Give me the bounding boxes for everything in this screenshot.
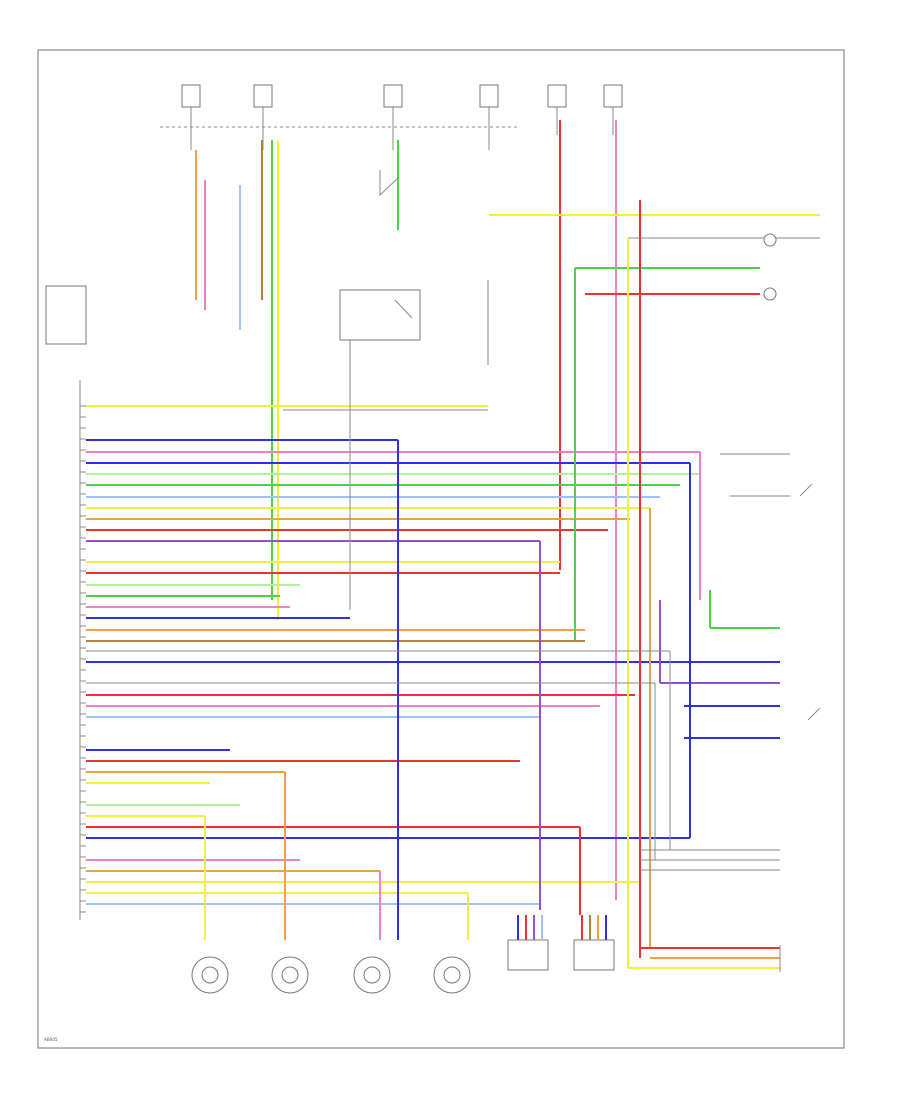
warning-lamp-2	[763, 287, 777, 301]
fuse-4	[479, 84, 499, 150]
diagram-frame	[37, 49, 845, 1049]
wheel-speed-sensor-rf	[191, 956, 229, 994]
wheel-speed-sensor-lr	[433, 956, 471, 994]
fuse-2	[253, 84, 273, 150]
abs-control-module	[45, 285, 87, 920]
warning-lamp-1	[763, 233, 777, 247]
fuse-row	[160, 84, 623, 150]
fuse-3	[383, 84, 403, 150]
trac-off-switch	[807, 707, 821, 721]
components	[339, 170, 821, 972]
corner-code: ABS05	[44, 1037, 58, 1042]
brake-switch	[379, 170, 399, 197]
fuse-6	[603, 84, 623, 135]
connector-pin-rows	[80, 405, 86, 913]
wire-harness	[86, 120, 820, 969]
traction-switch	[799, 483, 813, 497]
wheel-speed-sensors	[191, 956, 471, 994]
relay-box	[339, 289, 421, 341]
steering-angle-module	[573, 915, 615, 971]
fuse-1	[181, 84, 201, 150]
yaw-rate-module	[507, 915, 549, 971]
wheel-speed-sensor-rr	[353, 956, 391, 994]
fuse-5	[547, 84, 567, 135]
wheel-speed-sensor-lf	[271, 956, 309, 994]
